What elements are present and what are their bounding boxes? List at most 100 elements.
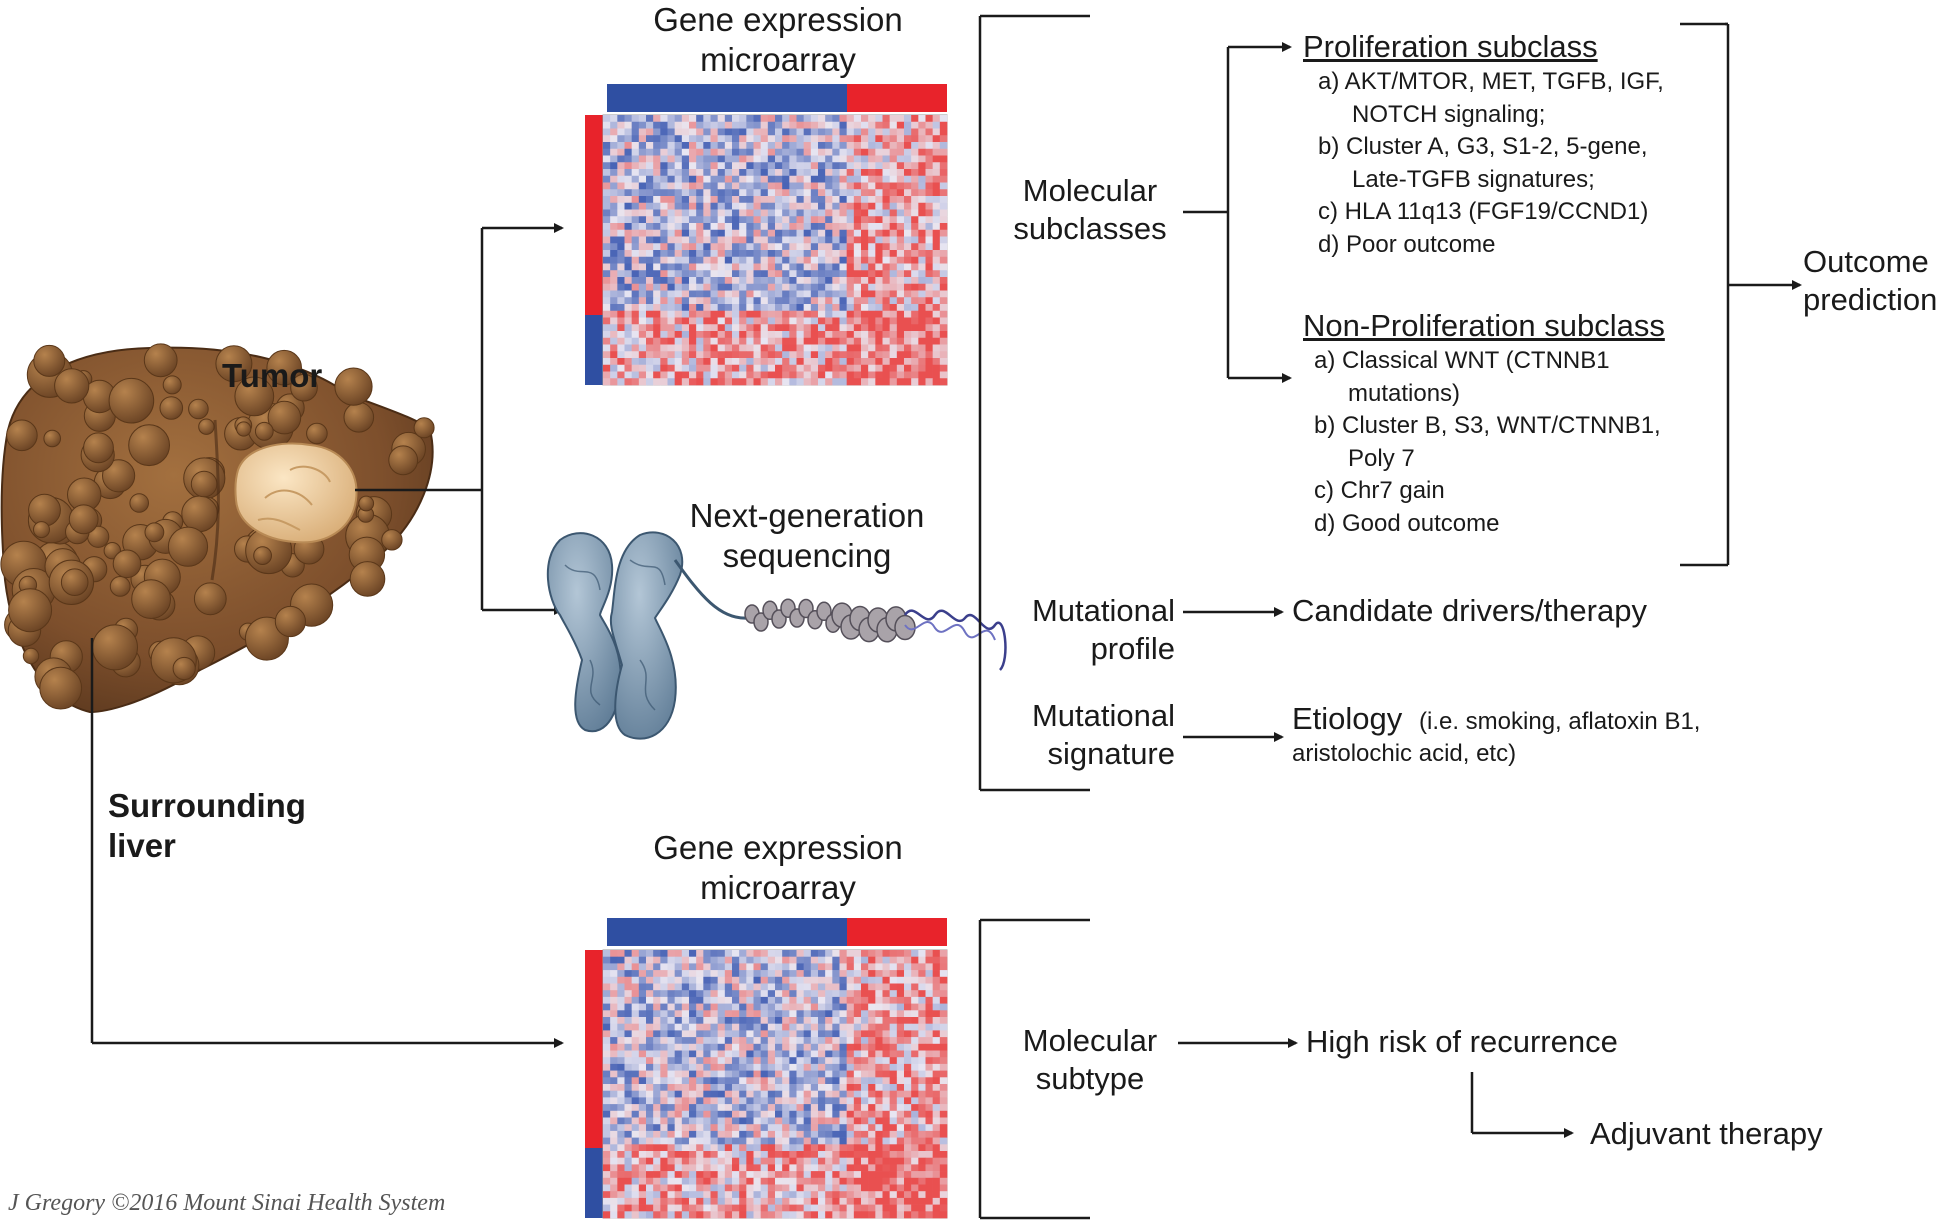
heatmap-cell (710, 358, 718, 366)
heatmap-cell (696, 142, 704, 150)
heatmap-cell (689, 1043, 697, 1051)
heatmap-cell (746, 976, 754, 984)
heatmap-cell (918, 970, 926, 978)
heatmap-cell (796, 1070, 804, 1078)
heatmap-cell (775, 317, 783, 325)
heatmap-cell (939, 175, 948, 183)
heatmap-cell (667, 1211, 675, 1219)
heatmap-cell (803, 1184, 812, 1192)
heatmap-cell (746, 317, 754, 325)
heatmap-cell (603, 1204, 611, 1212)
heatmap-cell (918, 990, 926, 998)
liver-nodule (144, 522, 165, 543)
heatmap-cell (875, 1124, 883, 1132)
heatmap-cell (739, 963, 747, 971)
heatmap-cell (904, 1043, 912, 1051)
heatmap-cell (911, 1157, 919, 1165)
heatmap-cell (889, 243, 898, 251)
heatmap-cell (696, 1037, 704, 1045)
heatmap-cell (624, 1144, 632, 1152)
heatmap-cell (603, 1070, 611, 1078)
heatmap-cell (674, 344, 683, 352)
heatmap-cell (689, 236, 697, 244)
heatmap-cell (839, 1130, 847, 1138)
heatmap-cell (818, 169, 826, 177)
heatmap-cell (724, 996, 733, 1004)
heatmap-cell (767, 351, 776, 359)
heatmap-cell (617, 1177, 625, 1185)
heatmap-cell (724, 1191, 733, 1199)
heatmap-cell (753, 983, 761, 991)
heatmap-cell (775, 1037, 783, 1045)
liver-nodule (306, 422, 328, 445)
heatmap-cell (853, 175, 862, 183)
heatmap-cell (674, 1197, 683, 1205)
heatmap-cell (846, 1164, 855, 1172)
heatmap-cell (846, 358, 855, 366)
heatmap-cell (631, 277, 640, 285)
heatmap-cell (653, 1023, 661, 1031)
heatmap-cell (674, 1144, 683, 1152)
heatmap-cell (932, 1050, 941, 1058)
heatmap-cell (810, 250, 819, 258)
heatmap-cell (631, 351, 640, 359)
heatmap-cell (610, 297, 618, 305)
heatmap-cell (624, 175, 632, 183)
heatmap-cell (638, 1023, 647, 1031)
heatmap-cell (918, 1157, 926, 1165)
heatmap-cell (939, 358, 948, 366)
heatmap-cell (782, 950, 790, 957)
nucleosome (816, 601, 832, 622)
heatmap-cell (667, 1117, 675, 1125)
heatmap-cell (610, 135, 618, 143)
heatmap-cell (939, 256, 948, 264)
heatmap-cell (810, 963, 819, 971)
heatmap-cell (696, 189, 704, 197)
heatmap-cell (939, 297, 948, 305)
heatmap-cell (631, 1063, 640, 1071)
heatmap-cell (882, 263, 890, 271)
heatmap-cell (789, 364, 797, 372)
heatmap-cell (782, 1070, 790, 1078)
heatmap-cell (689, 1144, 697, 1152)
heatmap-cell (667, 277, 675, 285)
heatmap-cell (696, 155, 704, 163)
heatmap-cell (760, 990, 769, 998)
heatmap-cell (739, 270, 747, 278)
heatmap-cell (746, 1177, 754, 1185)
heatmap-cell (896, 983, 905, 991)
heatmap-cell (832, 277, 840, 285)
heatmap-cell (646, 1191, 654, 1199)
heatmap-cell (603, 196, 611, 204)
heatmap-cell (710, 175, 718, 183)
heatmap-cell (904, 243, 912, 251)
heatmap-cell (653, 1137, 661, 1145)
heatmap-cell (796, 290, 804, 298)
heatmap-cell (803, 1164, 812, 1172)
heatmap-cell (631, 950, 640, 957)
heatmap-cell (789, 189, 797, 197)
heatmap-cell (681, 229, 690, 237)
heatmap-cell (782, 351, 790, 359)
heatmap-cell (603, 229, 611, 237)
heatmap-cell (653, 229, 661, 237)
heatmap-cell (832, 358, 840, 366)
heatmap-cell (732, 1124, 740, 1132)
heatmap-cell (846, 229, 855, 237)
heatmap-cell (689, 283, 697, 291)
heatmap-cell (667, 155, 675, 163)
heatmap-cell (875, 182, 883, 190)
heatmap-cell (646, 304, 654, 312)
heatmap-cell (832, 371, 840, 379)
heatmap-cell (717, 283, 726, 291)
heatmap-cell (803, 142, 812, 150)
heatmap-cell (674, 1070, 683, 1078)
heatmap-cell (939, 1211, 948, 1219)
heatmap-cell (904, 162, 912, 170)
heatmap-cell (825, 283, 833, 291)
heatmap-cell (653, 290, 661, 298)
heatmap-cell (617, 1117, 625, 1125)
heatmap-cell (760, 1164, 769, 1172)
heatmap-cell (882, 128, 890, 136)
heatmap-cell (646, 331, 654, 339)
